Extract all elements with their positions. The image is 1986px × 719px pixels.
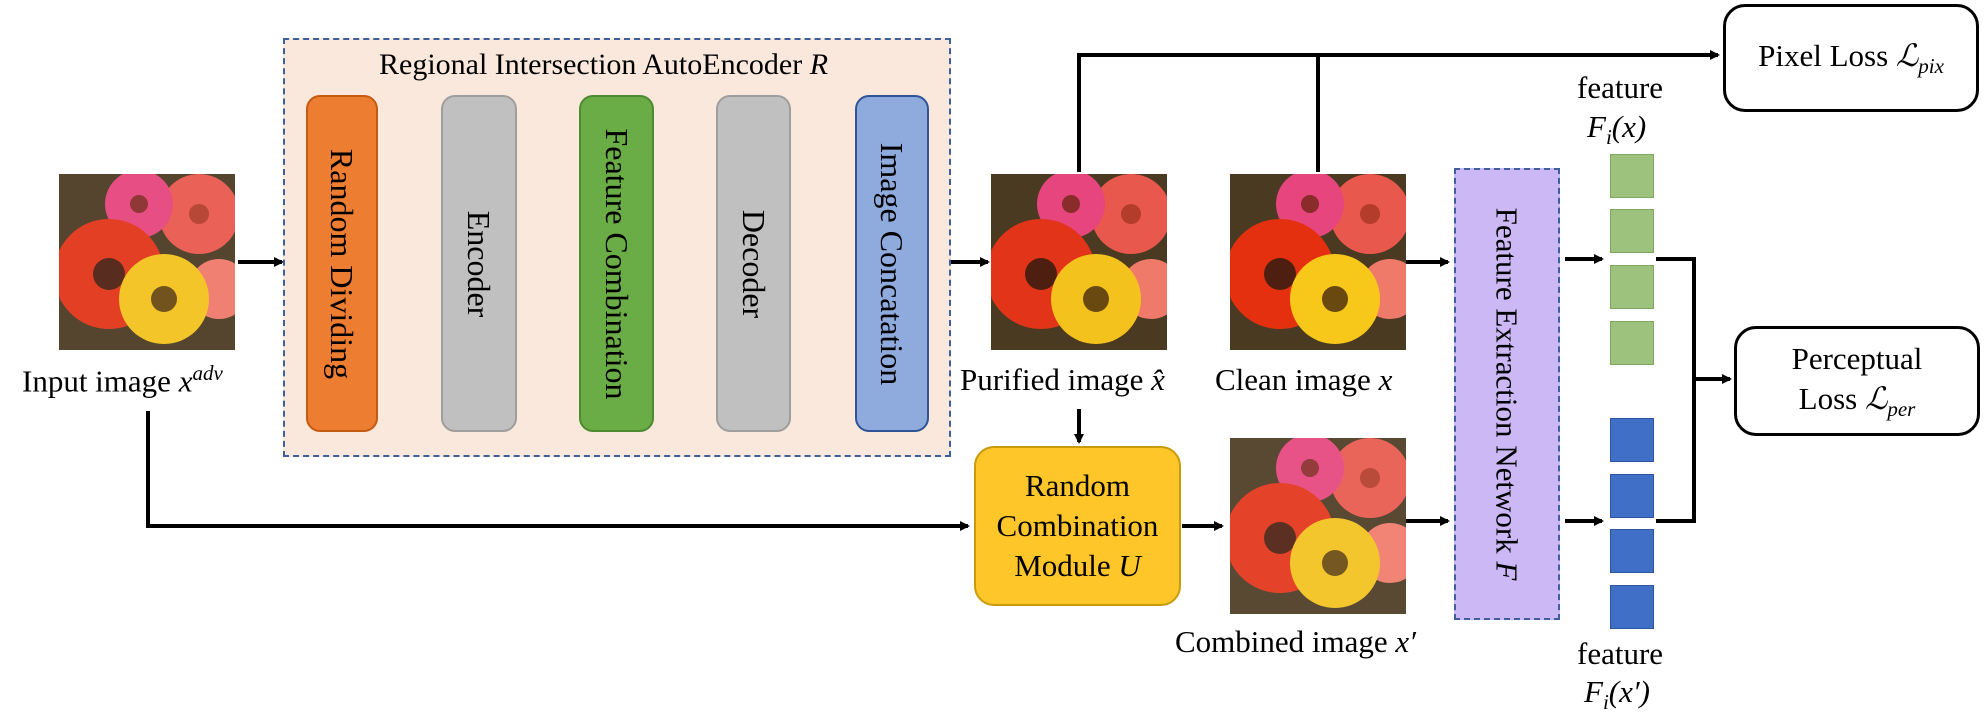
stage-random-dividing: Random Dividing (306, 95, 378, 432)
feature-block-top-3 (1610, 265, 1654, 309)
clean-image-thumbnail (1230, 174, 1406, 350)
feature-block-top-2 (1610, 209, 1654, 253)
feature-bottom-symbol: Fi(x′) (1584, 674, 1650, 715)
input-image-thumbnail (59, 174, 235, 350)
purified-image-label: Purified image x̂ (960, 362, 1165, 397)
autoencoder-title: Regional Intersection AutoEncoder R (379, 48, 829, 81)
feature-extraction-network: Feature Extraction Network F (1454, 168, 1560, 620)
feature-extraction-network-label: Feature Extraction Network F (1489, 207, 1525, 581)
feature-block-bottom-2 (1610, 474, 1654, 518)
stage-decoder-label: Decoder (735, 209, 772, 318)
stage-encoder: Encoder (441, 95, 517, 432)
feature-block-top-1 (1610, 154, 1654, 198)
pixel-loss-box: Pixel Loss ℒpix (1723, 4, 1979, 112)
line-purified-to-pixel-loss (1077, 50, 1720, 172)
rcm-line-3: Module U (1014, 548, 1141, 584)
rcm-line-2: Combination (996, 507, 1159, 543)
stage-decoder: Decoder (716, 95, 791, 432)
line-input-to-rcm (146, 411, 970, 531)
stage-random-dividing-label: Random Dividing (324, 148, 360, 379)
stage-encoder-label: Encoder (461, 210, 497, 317)
stage-feature-combination: Feature Combination (579, 95, 654, 432)
perceptual-loss-line-1: Perceptual (1791, 340, 1923, 376)
feature-block-top-4 (1610, 321, 1654, 365)
feature-top-symbol: Fi(x) (1587, 109, 1647, 150)
input-image-label: Input image xadv (22, 361, 223, 399)
combined-image-thumbnail (1230, 438, 1406, 614)
feature-block-bottom-3 (1610, 529, 1654, 573)
pixel-loss-label: Pixel Loss ℒpix (1758, 37, 1944, 78)
random-combination-module: Random Combination Module U (974, 446, 1181, 606)
feature-block-bottom-4 (1610, 585, 1654, 629)
perceptual-loss-box: Perceptual Loss ℒper (1734, 326, 1980, 436)
feature-block-bottom-1 (1610, 418, 1654, 462)
stage-feature-combination-label: Feature Combination (598, 127, 635, 400)
feature-top-label: feature (1577, 70, 1664, 105)
clean-image-label: Clean image x (1215, 362, 1393, 397)
line-feat-top-merge (1656, 257, 1696, 523)
combined-image-label: Combined image x′ (1175, 624, 1416, 659)
purified-image-thumbnail (991, 174, 1167, 350)
stage-image-concatation: Image Concatation (855, 95, 929, 432)
stage-image-concatation-label: Image Concatation (874, 142, 910, 385)
perceptual-loss-line-2: Loss ℒper (1798, 380, 1916, 422)
feature-bottom-label: feature (1577, 636, 1664, 671)
rcm-line-1: Random (1024, 467, 1131, 503)
